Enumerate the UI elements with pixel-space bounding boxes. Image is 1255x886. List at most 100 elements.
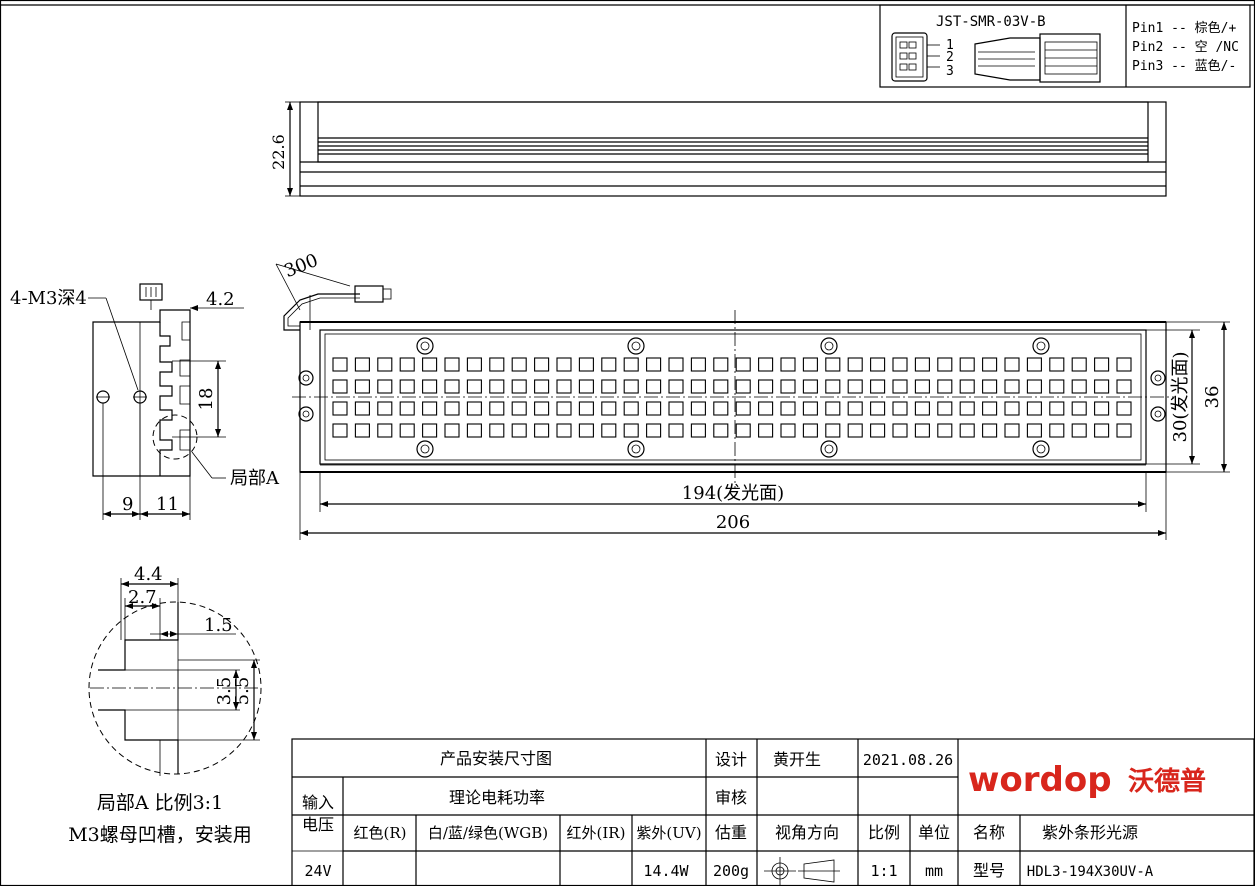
weight-label: 估重 [715,823,747,842]
face-screw-icon [1032,440,1050,458]
led-chip [825,379,841,394]
led-chip [601,357,617,372]
led-chip [825,357,841,372]
led-chip [466,401,482,416]
led-chip [489,357,505,372]
dim-total-length: 206 [716,512,750,533]
led-chip [847,379,863,394]
led-chip [1116,401,1132,416]
led-chip [646,357,662,372]
detail-a-marker [152,414,198,460]
led-chip [578,379,594,394]
led-chip [959,379,975,394]
led-chip [444,357,460,372]
face-screw-icon [627,440,645,458]
led-chip [713,379,729,394]
led-chip [690,423,706,438]
led-chip [511,379,527,394]
led-chip [489,379,505,394]
dim-emit-length: 194(发光面) [682,483,784,504]
view-label: 视角方向 [775,823,839,842]
led-chip [578,401,594,416]
projection-symbol-icon [764,857,840,885]
led-chip [332,423,348,438]
dim-slot-spacing: 18 [196,388,217,411]
led-chip [668,423,684,438]
led-chip [802,379,818,394]
led-chip [982,379,998,394]
led-chip [982,401,998,416]
led-chip [601,423,617,438]
detail-note-usage: M3螺母凹槽，安装用 [68,824,252,846]
led-chip [668,401,684,416]
led-chip [690,357,706,372]
led-chip [332,401,348,416]
led-chip [422,379,438,394]
led-chip [444,379,460,394]
connector-side-icon [974,33,1101,83]
design-label: 设计 [715,750,747,769]
led-chip [735,357,751,372]
dim-emit-height: 30(发光面) [1170,352,1191,443]
led-chip [332,357,348,372]
dim-w9: 9 [122,494,133,515]
brand-logo: wordop 沃德普 [968,760,1206,800]
led-chip [556,357,572,372]
led-chip [914,401,930,416]
end-view: 4-M3深4 4.2 18 局部A 9 11 [10,283,280,520]
led-chip [914,357,930,372]
led-chip [534,401,550,416]
col-red: 红色(R) [354,824,407,842]
pin1-desc: Pin1 -- 棕色/+ [1132,20,1236,36]
led-chip [802,423,818,438]
led-chip [982,357,998,372]
led-chip [937,379,953,394]
connector-box: JST-SMR-03V-B 1 2 3 Pin1 -- 棕色/+ Pin2 --… [879,4,1251,88]
front-view: 300 30(发光面) 36 194(发光面) 206 [275,250,1230,540]
led-chip [668,357,684,372]
led-chip [892,379,908,394]
face-screw-icon [820,440,838,458]
led-chip [802,357,818,372]
led-chip [825,401,841,416]
pin-number-1: 1 [946,38,954,53]
led-chip [623,357,639,372]
led-chip [758,401,774,416]
col-uv: 紫外(UV) [636,824,701,842]
cable-icon [283,285,392,331]
led-chip [489,423,505,438]
led-chip [511,423,527,438]
dim-total-height: 36 [1202,386,1223,409]
led-chip [937,423,953,438]
logo-chinese: 沃德普 [1128,766,1206,797]
led-chip [623,401,639,416]
led-chip [1049,401,1065,416]
led-chip [870,357,886,372]
dim-d35: 3.5 [214,677,235,706]
dim-height-side: 22.6 [269,134,288,170]
led-chip [982,423,998,438]
led-chip [466,379,482,394]
led-chip [377,423,393,438]
led-chip [1071,379,1087,394]
led-chip [1004,379,1020,394]
led-chip [601,401,617,416]
led-chip [690,401,706,416]
led-chip [735,401,751,416]
led-chip [780,423,796,438]
led-chip [780,357,796,372]
led-chip [1026,401,1042,416]
led-chip [354,401,370,416]
led-chip [354,379,370,394]
col-ir: 红外(IR) [567,824,626,842]
led-chip [870,423,886,438]
led-chip [847,357,863,372]
label-mount-hole: 4-M3深4 [10,288,87,309]
led-chip [444,423,460,438]
led-chip [399,357,415,372]
model-label: 型号 [973,861,1005,880]
dim-d44: 4.4 [134,564,163,585]
led-chip [1026,357,1042,372]
led-chip [1049,423,1065,438]
